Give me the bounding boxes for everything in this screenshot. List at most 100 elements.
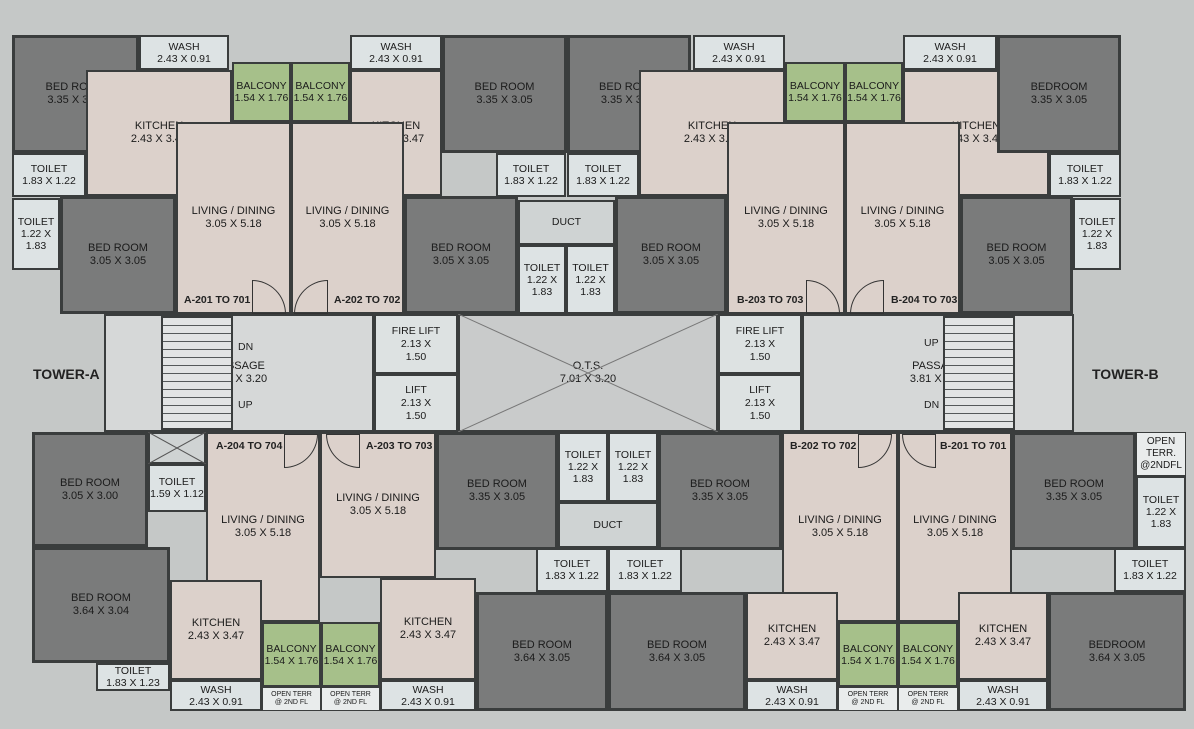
room-size: 3.35 X 3.05: [1045, 491, 1103, 503]
room-size: 3.05 X 5.18: [349, 505, 407, 517]
room-size: 2.43 X 3.47: [399, 629, 457, 641]
room-name: TOILET: [572, 261, 609, 274]
room-name: LIVING / DINING: [744, 205, 828, 217]
room-size: 3.05 X 5.18: [926, 527, 984, 539]
room-size: 2.43 X 0.91: [765, 695, 819, 708]
room-name: TOILET: [512, 163, 550, 175]
room-size: 2.43 X 0.91: [189, 695, 243, 708]
room-size: 3.05 X 3.05: [89, 255, 147, 267]
open-terrace-label: OPEN TERR: [847, 691, 889, 698]
lift-label: LIFT: [749, 383, 771, 396]
room-size: 3.35 X 3.05: [691, 491, 749, 503]
unit-label: B-201 TO 701: [940, 440, 1007, 452]
passage-a: PASSAGE 3.81 X 3.20: [104, 314, 374, 432]
room-size: 1.22 X 1.83: [617, 461, 649, 485]
room-size: 1.59 X 1.12: [150, 488, 204, 500]
room-size: 1.83 X 1.22: [545, 570, 599, 582]
room-name: BEDROOM: [1030, 81, 1088, 93]
room-size: 3.05 X 3.05: [988, 255, 1045, 267]
room-name: TOILET: [626, 558, 664, 570]
room-size: 3.35 X 3.05: [476, 94, 533, 106]
fire-lift-size: 2.13 X: [400, 337, 432, 350]
room-name: BALCONY: [842, 642, 894, 655]
open-terrace-label: OPEN TERR: [330, 691, 371, 698]
room-size: 1.22 X 1.83: [575, 273, 606, 298]
unit-label: B-204 TO 703: [891, 294, 958, 306]
room-name: BALCONY: [236, 80, 287, 92]
room-size: 1.54 X 1.76: [264, 654, 319, 667]
room-name: BED ROOM: [71, 592, 131, 604]
room-size: 1.54 X 1.76: [841, 654, 895, 667]
room-size: 2.43 X 0.91: [923, 52, 977, 65]
room-name: BED ROOM: [647, 638, 707, 651]
room-name: BALCONY: [902, 642, 954, 655]
room-size: 3.05 X 5.18: [234, 527, 292, 539]
room-size: 1.22 X 1.83: [1081, 228, 1113, 252]
room-name: WASH: [776, 683, 808, 696]
room-size: 1.54 X 1.76: [901, 654, 955, 667]
unit-label: B-202 TO 702: [790, 440, 857, 452]
room-size: 1.54 X 1.76: [234, 92, 289, 104]
room-size: 2.43 X 3.47: [683, 133, 741, 145]
room-name: WASH: [412, 683, 444, 696]
room-size: 1.83 X 1.23: [106, 677, 160, 689]
room-size: 1.54 X 1.76: [788, 92, 842, 104]
room-name: TOILET: [17, 216, 55, 228]
passage-b: PASSAGE 3.81 X 3.20: [802, 314, 1074, 432]
ots-label: O.T.S.: [572, 360, 604, 372]
room-name: KITCHEN: [767, 623, 817, 635]
room-size: 2.43 X 3.47: [763, 636, 821, 648]
lift-a: LIFT 2.13 X 1.50: [374, 374, 458, 432]
room-size: 3.64 X 3.05: [1088, 651, 1146, 664]
room-size: 3.64 X 3.05: [648, 651, 706, 664]
room-size: 1.22 X 1.83: [567, 461, 599, 485]
open-terrace: OPEN TERR. @2NDFL: [1136, 432, 1186, 476]
unit-label: A-201 TO 701: [184, 294, 251, 306]
room-size: 1.83 X 1.22: [618, 570, 672, 582]
room-name: KITCHEN: [978, 623, 1028, 635]
room-name: LIVING / DINING: [913, 514, 997, 526]
open-terrace-sub: @ 2ND FL: [333, 699, 368, 706]
room-name: BED ROOM: [986, 242, 1047, 254]
room-name: TOILET: [1066, 163, 1104, 175]
room-size: 3.05 X 3.05: [642, 255, 700, 267]
open-terrace: OPEN TERR @ 2ND FL: [838, 687, 898, 711]
room-size: 3.64 X 3.04: [72, 605, 130, 617]
room-name: BALCONY: [848, 80, 900, 92]
unit-label: B-203 TO 703: [737, 294, 804, 306]
open-terrace-label: OPEN TERR: [271, 691, 312, 698]
room-name: WASH: [200, 683, 232, 696]
room-name: KITCHEN: [403, 616, 453, 628]
fire-lift-label: FIRE LIFT: [391, 324, 441, 337]
room-name: TOILET: [614, 449, 652, 461]
room-size: 3.05 X 3.00: [61, 489, 119, 502]
room-size: 2.43 X 3.47: [187, 630, 245, 642]
room-name: KITCHEN: [951, 120, 1001, 132]
